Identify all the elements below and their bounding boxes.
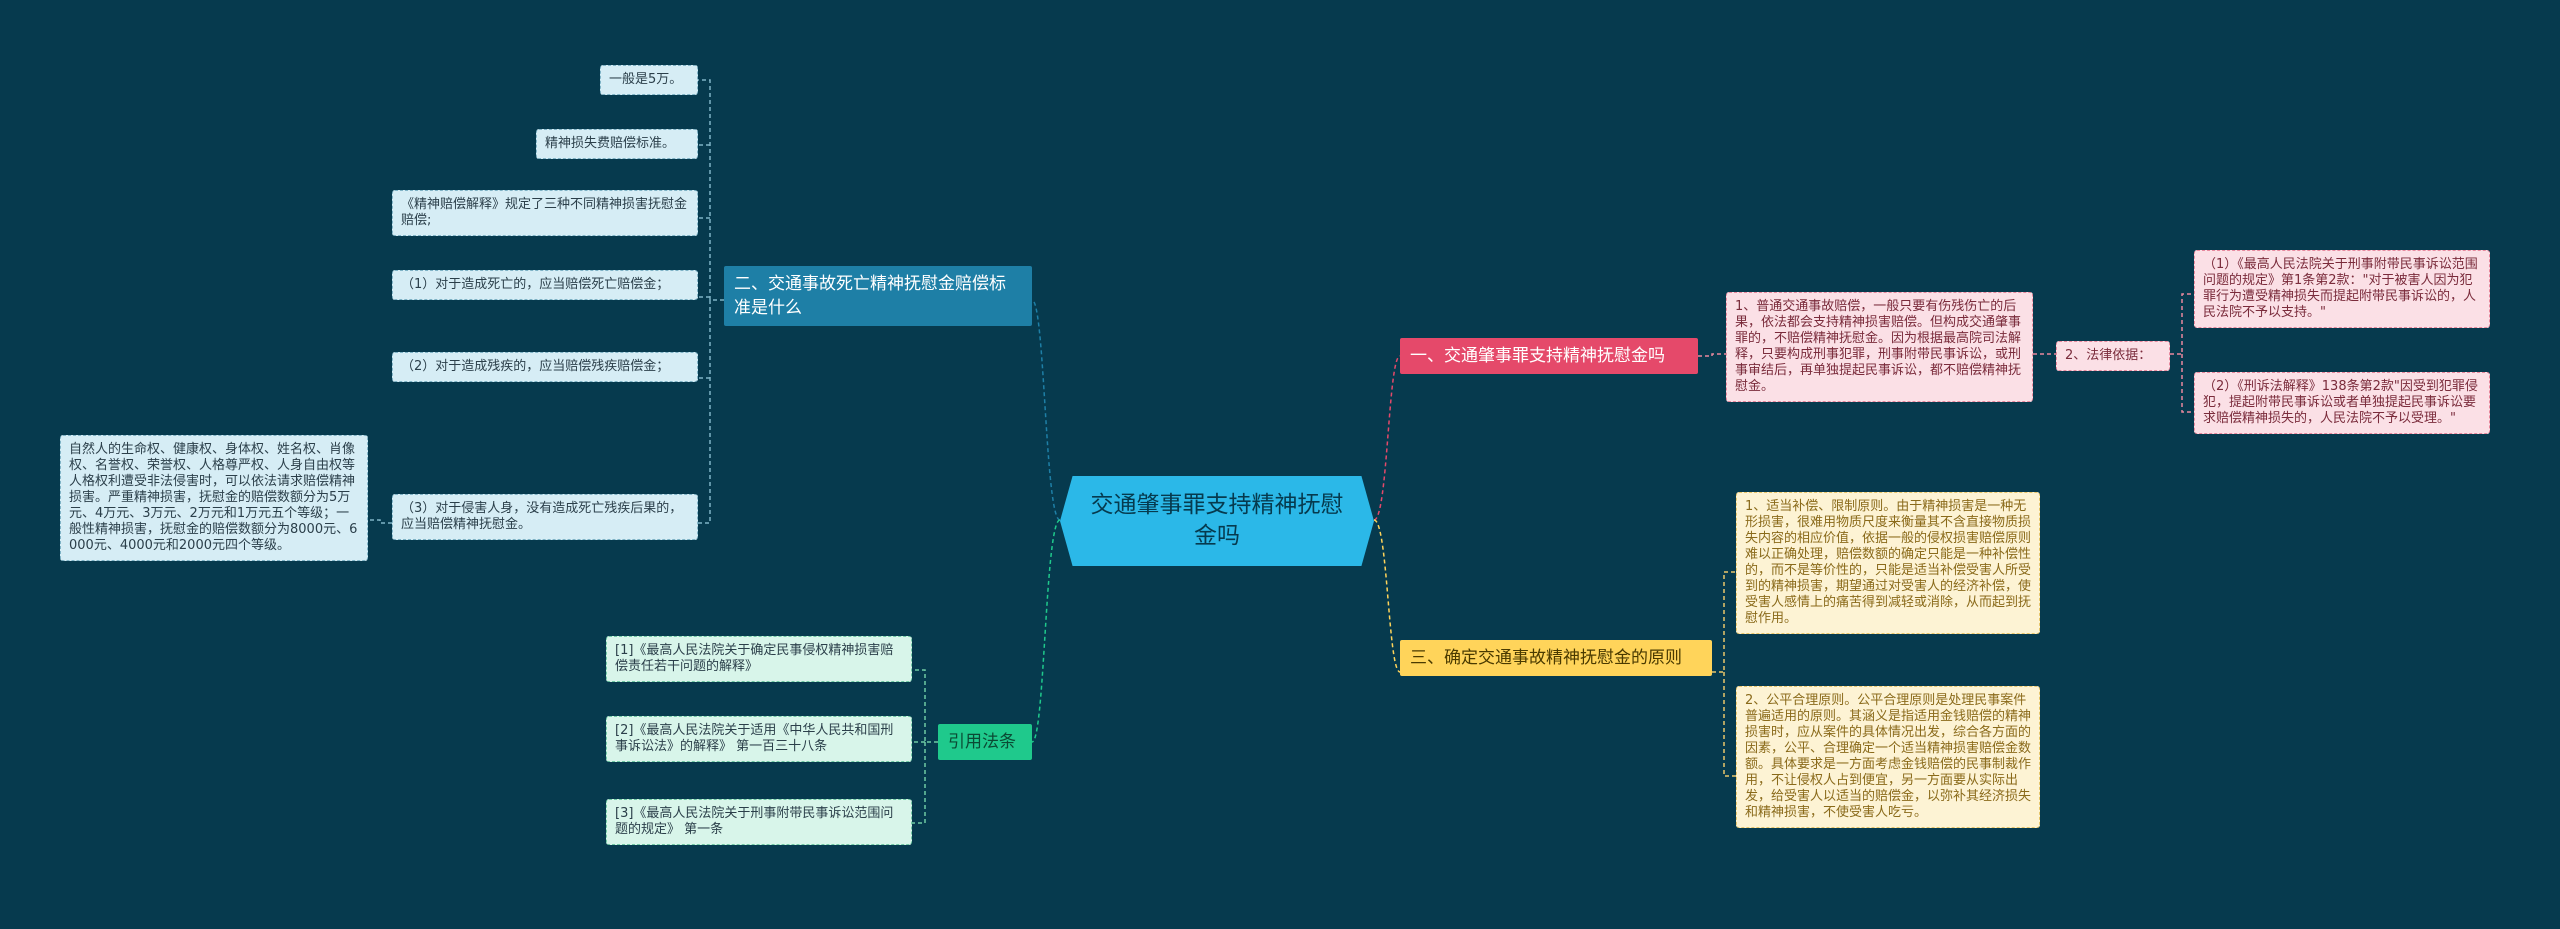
leaf-legal-basis-label[interactable]: 2、法律依据： bbox=[2056, 341, 2170, 371]
leaf-disability-case[interactable]: （2）对于造成残疾的，应当赔偿残疾赔偿金； bbox=[392, 352, 698, 382]
branch-compensation-principles[interactable]: 三、确定交通事故精神抚慰金的原则 bbox=[1400, 640, 1712, 676]
leaf-personal-injury-case[interactable]: （3）对于侵害人身，没有造成死亡残疾后果的，应当赔偿精神抚慰金。 bbox=[392, 494, 698, 540]
leaf-citation-3[interactable]: [3]《最高人民法院关于刑事附带民事诉讼范围问题的规定》 第一条 bbox=[606, 799, 912, 845]
branch-traffic-crime-support[interactable]: 一、交通肇事罪支持精神抚慰金吗 bbox=[1400, 338, 1698, 374]
branch-cited-laws[interactable]: 引用法条 bbox=[938, 724, 1032, 760]
leaf-ordinary-accident-compensation[interactable]: 1、普通交通事故赔偿，一般只要有伤残伤亡的后果，依法都会支持精神损害赔偿。但构成… bbox=[1726, 292, 2033, 402]
leaf-mental-loss-standard[interactable]: 精神损失费赔偿标准。 bbox=[536, 129, 698, 159]
root-topic[interactable]: 交通肇事罪支持精神抚慰金吗 bbox=[1060, 476, 1374, 566]
leaf-citation-2[interactable]: [2]《最高人民法院关于适用《中华人民共和国刑事诉讼法》的解释》 第一百三十八条 bbox=[606, 716, 912, 762]
leaf-legal-basis-1[interactable]: （1）《最高人民法院关于刑事附带民事诉讼范围问题的规定》第1条第2款："对于被害… bbox=[2194, 250, 2490, 328]
leaf-citation-1[interactable]: [1]《最高人民法院关于确定民事侵权精神损害赔偿责任若干问题的解释》 bbox=[606, 636, 912, 682]
leaf-death-case[interactable]: （1）对于造成死亡的，应当赔偿死亡赔偿金； bbox=[392, 270, 698, 300]
branch-death-compensation-standard[interactable]: 二、交通事故死亡精神抚慰金赔偿标准是什么 bbox=[724, 266, 1032, 326]
leaf-general-amount[interactable]: 一般是5万。 bbox=[600, 65, 698, 95]
leaf-principle-fairness[interactable]: 2、公平合理原则。公平合理原则是处理民事案件普遍适用的原则。其涵义是指适用金钱赔… bbox=[1736, 686, 2040, 828]
leaf-personality-rights-detail[interactable]: 自然人的生命权、健康权、身体权、姓名权、肖像权、名誉权、荣誉权、人格尊严权、人身… bbox=[60, 435, 368, 561]
leaf-legal-basis-2[interactable]: （2）《刑诉法解释》138条第2款"因受到犯罪侵犯，提起附带民事诉讼或者单独提起… bbox=[2194, 372, 2490, 434]
leaf-mental-compensation-interpretation[interactable]: 《精神赔偿解释》规定了三种不同精神损害抚慰金赔偿; bbox=[392, 190, 698, 236]
leaf-principle-appropriate-compensation[interactable]: 1、适当补偿、限制原则。由于精神损害是一种无形损害，很难用物质尺度来衡量其不含直… bbox=[1736, 492, 2040, 634]
